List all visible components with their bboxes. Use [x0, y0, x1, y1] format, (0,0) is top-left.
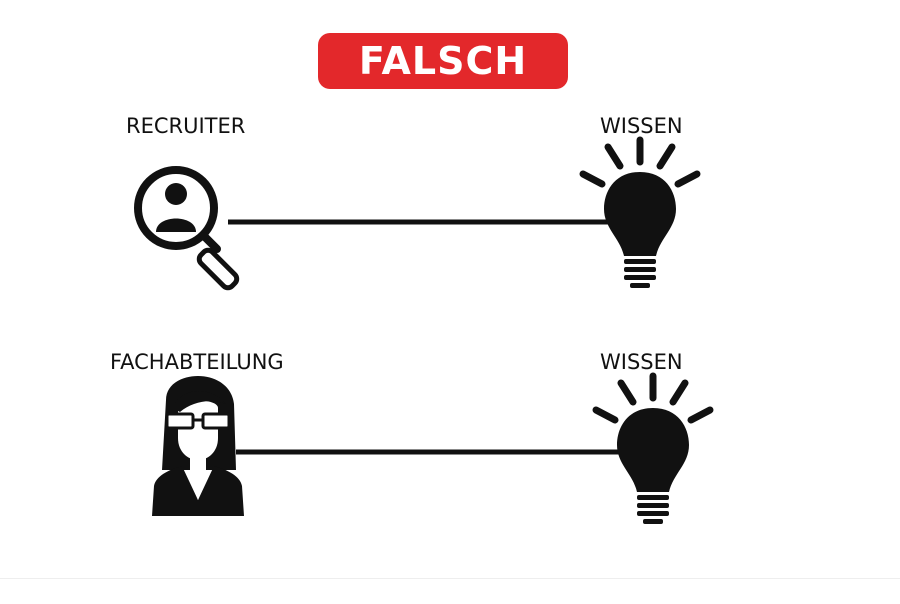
fachabteilung-label: FACHABTEILUNG — [110, 350, 284, 374]
magnifier-person-icon — [134, 166, 240, 291]
recruiter-label: RECRUITER — [126, 114, 246, 138]
woman-with-glasses-icon — [152, 376, 244, 516]
wissen-label-top: WISSEN — [600, 114, 683, 138]
bottom-divider — [0, 578, 900, 579]
lightbulb-icon-bottom — [592, 372, 714, 524]
falsch-badge: FALSCH — [318, 33, 568, 89]
lightbulb-icon-top — [579, 136, 701, 288]
wissen-label-bottom: WISSEN — [600, 350, 683, 374]
